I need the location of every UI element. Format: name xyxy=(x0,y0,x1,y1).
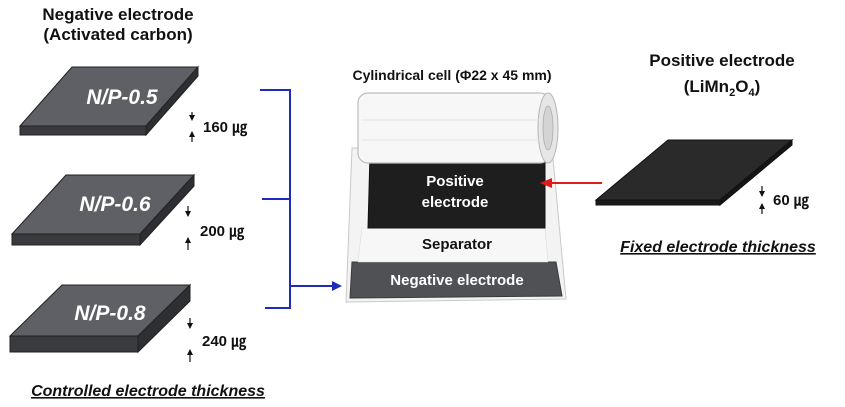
negative-title-line2: (Activated carbon) xyxy=(43,25,192,44)
cell-positive-line1: Positive xyxy=(426,173,484,190)
cell-positive-line2: electrode xyxy=(422,194,489,211)
slab-label: N/P-0.8 xyxy=(74,302,146,325)
positive-plate xyxy=(594,138,794,207)
thickness-label-2: 200 ㎍ xyxy=(200,223,244,241)
positive-formula: (LiMn2O4) xyxy=(684,77,760,99)
slab-label: N/P-0.6 xyxy=(79,193,151,216)
cell-illustration xyxy=(345,92,567,303)
blue-bracket xyxy=(260,89,342,309)
negative-title-line1: Negative electrode xyxy=(42,5,193,24)
slab-np-08: N/P-0.8 xyxy=(8,283,192,354)
thickness-label-3: 240 ㎍ xyxy=(202,333,246,351)
positive-title-line1: Positive electrode xyxy=(649,51,795,70)
cell-title: Cylindrical cell (Φ22 x 45 mm) xyxy=(352,67,551,83)
slab-np-06: N/P-0.6 xyxy=(10,173,196,247)
thickness-label-1: 160 ㎍ xyxy=(203,119,247,137)
positive-thickness-label: 60 ㎍ xyxy=(773,192,809,210)
controlled-thickness-caption: Controlled electrode thickness xyxy=(31,383,265,400)
slab-np-05: N/P-0.5 xyxy=(18,65,200,137)
slab-label: N/P-0.5 xyxy=(86,86,158,109)
cell-separator-label: Separator xyxy=(422,236,492,253)
fixed-thickness-caption: Fixed electrode thickness xyxy=(620,239,816,256)
cell-negative-label: Negative electrode xyxy=(390,272,523,289)
